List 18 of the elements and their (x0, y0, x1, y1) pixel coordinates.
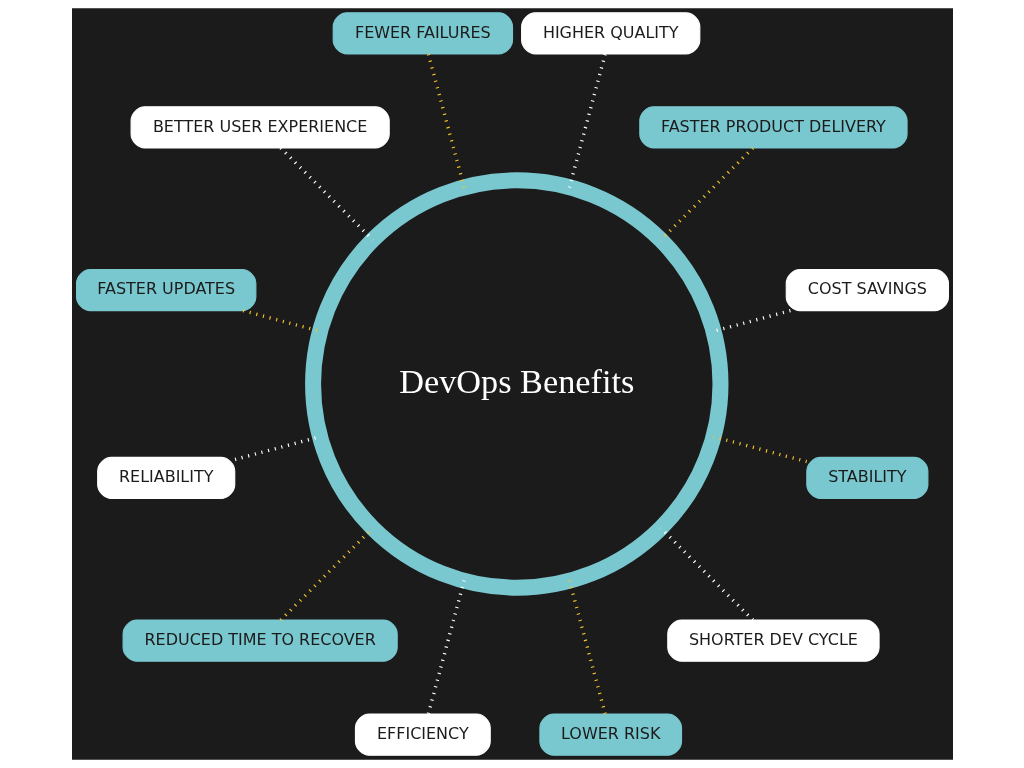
node-box: REDUCED TIME TO RECOVER (122, 619, 398, 662)
node-box: SHORTER DEV CYCLE (666, 619, 880, 662)
node-box: BETTER USER EXPERIENCE (130, 106, 390, 149)
connector (567, 53, 607, 188)
node-box: LOWER RISK (538, 713, 682, 756)
connector (712, 435, 807, 464)
node-box: COST SAVINGS (785, 268, 949, 312)
node-box: FEWER FAILURES (332, 12, 513, 55)
node-circle: DevOps Benefits (304, 172, 728, 596)
node-box: RELIABILITY (96, 456, 235, 500)
node-box: FASTER PRODUCT DELIVERY (638, 106, 908, 149)
node-box: EFFICIENCY (354, 713, 491, 756)
connector (567, 580, 607, 715)
connector (426, 53, 466, 188)
node-box: FASTER UPDATES (75, 268, 256, 312)
node-box: HIGHER QUALITY (520, 12, 700, 55)
node-box: STABILITY (805, 456, 928, 500)
connector (426, 580, 466, 715)
